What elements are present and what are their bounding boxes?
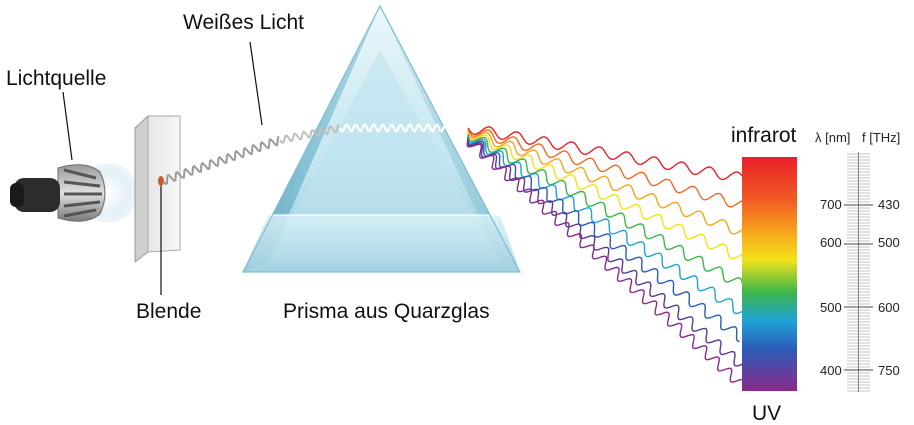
spectrum-wave bbox=[467, 132, 745, 260]
infrared-label: infrarot bbox=[731, 124, 797, 147]
uv-label: UV bbox=[752, 402, 782, 425]
white-light-wave bbox=[162, 135, 280, 185]
white-light-label: Weißes Licht bbox=[183, 11, 304, 34]
wavelength-tick: 400 bbox=[820, 363, 842, 378]
spectrum-wave bbox=[466, 139, 745, 383]
frequency-tick: 430 bbox=[878, 197, 900, 212]
spectrum-wave bbox=[467, 135, 743, 315]
spectrum-wave bbox=[467, 129, 744, 208]
wavelength-header: λ [nm] bbox=[815, 130, 851, 145]
light-source-leader bbox=[62, 91, 73, 161]
wavelength-tick: 500 bbox=[820, 300, 842, 315]
aperture-plate bbox=[134, 114, 181, 264]
light-source-label: Lichtquelle bbox=[6, 67, 107, 90]
spectrum-wave bbox=[467, 136, 740, 343]
light-bulb-icon bbox=[10, 163, 138, 223]
wavelength-tick: 600 bbox=[820, 235, 842, 250]
prism-label: Prisma aus Quarzglas bbox=[283, 300, 490, 323]
quartz-prism bbox=[242, 4, 521, 273]
spectrum-wave bbox=[467, 126, 743, 181]
spectrum-wave bbox=[467, 130, 744, 235]
white-light-leader bbox=[249, 41, 263, 126]
frequency-tick: 750 bbox=[878, 363, 900, 378]
white-light-wave bbox=[339, 123, 471, 133]
frequency-tick: 500 bbox=[878, 235, 900, 250]
spectrum-bar bbox=[742, 157, 797, 391]
scale-ruler bbox=[844, 152, 873, 392]
white-light-wave bbox=[279, 123, 340, 144]
frequency-header: f [THz] bbox=[862, 130, 901, 145]
aperture-label: Blende bbox=[136, 300, 202, 323]
frequency-tick: 600 bbox=[878, 300, 900, 315]
spectrum-wave bbox=[467, 133, 744, 285]
light-waves bbox=[162, 123, 745, 383]
wavelength-tick: 700 bbox=[820, 197, 842, 212]
